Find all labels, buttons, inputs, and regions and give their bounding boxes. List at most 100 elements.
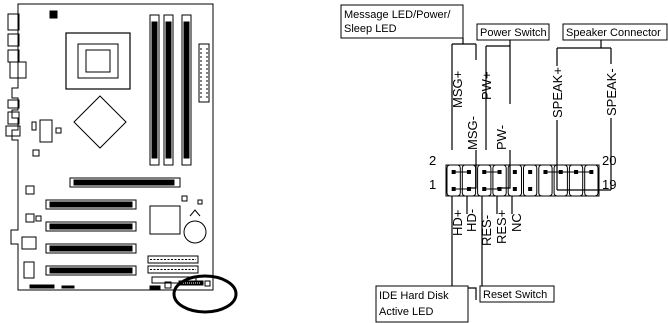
io-port-6: [7, 111, 20, 125]
bottom-pin-labels: HD+ HD- RES- RES+ NC: [450, 209, 524, 246]
header-outline: [445, 164, 600, 197]
pci-slot-4-fill: [49, 267, 133, 274]
part-7: [197, 199, 203, 205]
header-bottom-4: [164, 281, 172, 289]
io-port-5: [7, 99, 20, 109]
label-reset-switch-text: Reset Switch: [483, 289, 547, 301]
label-speaker-connector: Speaker Connector: [562, 23, 668, 41]
pin-label-pw-minus: PW-: [494, 125, 509, 150]
atx-power-connector: [198, 43, 210, 103]
header-bottom-3: [149, 285, 161, 290]
label-power-switch-text: Power Switch: [480, 27, 547, 39]
board-outline: [10, 3, 214, 291]
pci-slot-2: [45, 221, 137, 232]
pci-slot-1: [45, 199, 137, 210]
chip-small: [49, 10, 58, 19]
battery-mark: [189, 209, 201, 217]
pin-label-res-plus: RES+: [494, 210, 509, 244]
pin-column-4: [492, 164, 507, 197]
bracket-speak: [556, 40, 612, 54]
pin-column-6: [523, 164, 538, 197]
pci-slot-1-fill: [49, 201, 133, 208]
io-port-2: [7, 33, 20, 47]
pin-12: [528, 170, 533, 174]
bracket-msg: [451, 38, 477, 60]
agp-slot-fill: [73, 179, 175, 186]
pin-label-nc: NC: [509, 213, 524, 232]
pci-slot-4: [45, 265, 137, 276]
pci-slot-3: [45, 243, 137, 254]
io-port-3: [7, 49, 20, 63]
connector-a: [31, 121, 37, 131]
agp-slot: [69, 177, 181, 188]
southbridge: [149, 205, 181, 235]
cpu-socket: [65, 32, 131, 90]
label-box-speaker: [562, 23, 668, 41]
pci-slot-3-fill: [49, 245, 133, 252]
ide-connector-1: [147, 255, 199, 264]
connector-c: [55, 127, 62, 134]
label-message-led-line1: Message LED/Power/: [344, 9, 451, 21]
pin-column-10: [584, 164, 599, 197]
pin-column-9: [568, 164, 584, 197]
lead-msg-minus: [467, 150, 477, 189]
header-bottom-2: [61, 285, 75, 289]
label-box-power-switch: [476, 23, 550, 41]
bracket-pw: [485, 40, 511, 104]
pin-label-speak-plus: SPEAK+: [550, 67, 565, 118]
pin-9: [512, 187, 517, 191]
dimm-slot-3: [181, 14, 192, 166]
dimm-slot-1: [149, 14, 160, 166]
io-port-7: [5, 125, 21, 137]
pin-cells: [446, 164, 599, 197]
connector-d: [32, 149, 40, 157]
front-panel-pin-header: 2 1 20 19: [429, 153, 616, 197]
label-power-switch: Power Switch: [476, 23, 550, 41]
pin-label-hd-minus: HD-: [464, 209, 479, 232]
io-port-1: [7, 13, 20, 31]
dimm-slot-3-fill: [183, 21, 190, 159]
part-3: [35, 215, 42, 222]
part-5: [23, 261, 35, 279]
pin-column-5: [507, 164, 523, 197]
part-1: [25, 185, 35, 195]
pin-label-hd-plus: HD+: [450, 210, 465, 236]
label-message-led-line2: Sleep LED: [344, 23, 397, 35]
battery: [183, 220, 207, 244]
dimm-slot-1-fill: [151, 21, 158, 159]
cpu-socket-inner: [77, 43, 119, 79]
pin-column-3: [477, 164, 492, 197]
label-box-reset-switch: [479, 285, 555, 303]
label-box-ide-hdd: [375, 285, 469, 323]
highlight-ellipse: [172, 274, 238, 314]
pin-column-8: [553, 164, 568, 197]
label-speaker-text: Speaker Connector: [566, 27, 661, 39]
pin-label-msg-minus: MSG-: [465, 116, 480, 150]
pin-column-7: [538, 164, 553, 197]
pin-10: [512, 170, 517, 174]
pin-label-msg-plus: MSG+: [450, 71, 465, 108]
ide-connector-2: [147, 265, 199, 274]
part-6: [181, 195, 188, 202]
cpu-socket-core: [85, 49, 111, 73]
pin-number-19: 19: [602, 177, 616, 192]
pin-label-speak-minus: SPEAK-: [604, 68, 619, 116]
connector-b: [39, 119, 53, 143]
io-port-4: [9, 61, 27, 79]
pin-number-1: 1: [429, 177, 436, 192]
label-ide-hdd-line1: IDE Hard Disk: [379, 290, 449, 302]
pin-number-20: 20: [602, 153, 616, 168]
dimm-slot-2: [163, 14, 174, 166]
pin-label-res-minus: RES-: [479, 215, 494, 246]
northbridge: [73, 95, 127, 149]
top-brackets: [451, 38, 612, 104]
label-message-led: Message LED/Power/ Sleep LED: [340, 4, 464, 39]
label-ide-hdd: IDE Hard Disk Active LED: [375, 285, 469, 323]
pin-column-1: [446, 164, 461, 197]
pin-number-2: 2: [429, 153, 436, 168]
part-2: [25, 213, 35, 223]
pci-slot-2-fill: [49, 223, 133, 230]
pin-column-2: [461, 164, 477, 197]
